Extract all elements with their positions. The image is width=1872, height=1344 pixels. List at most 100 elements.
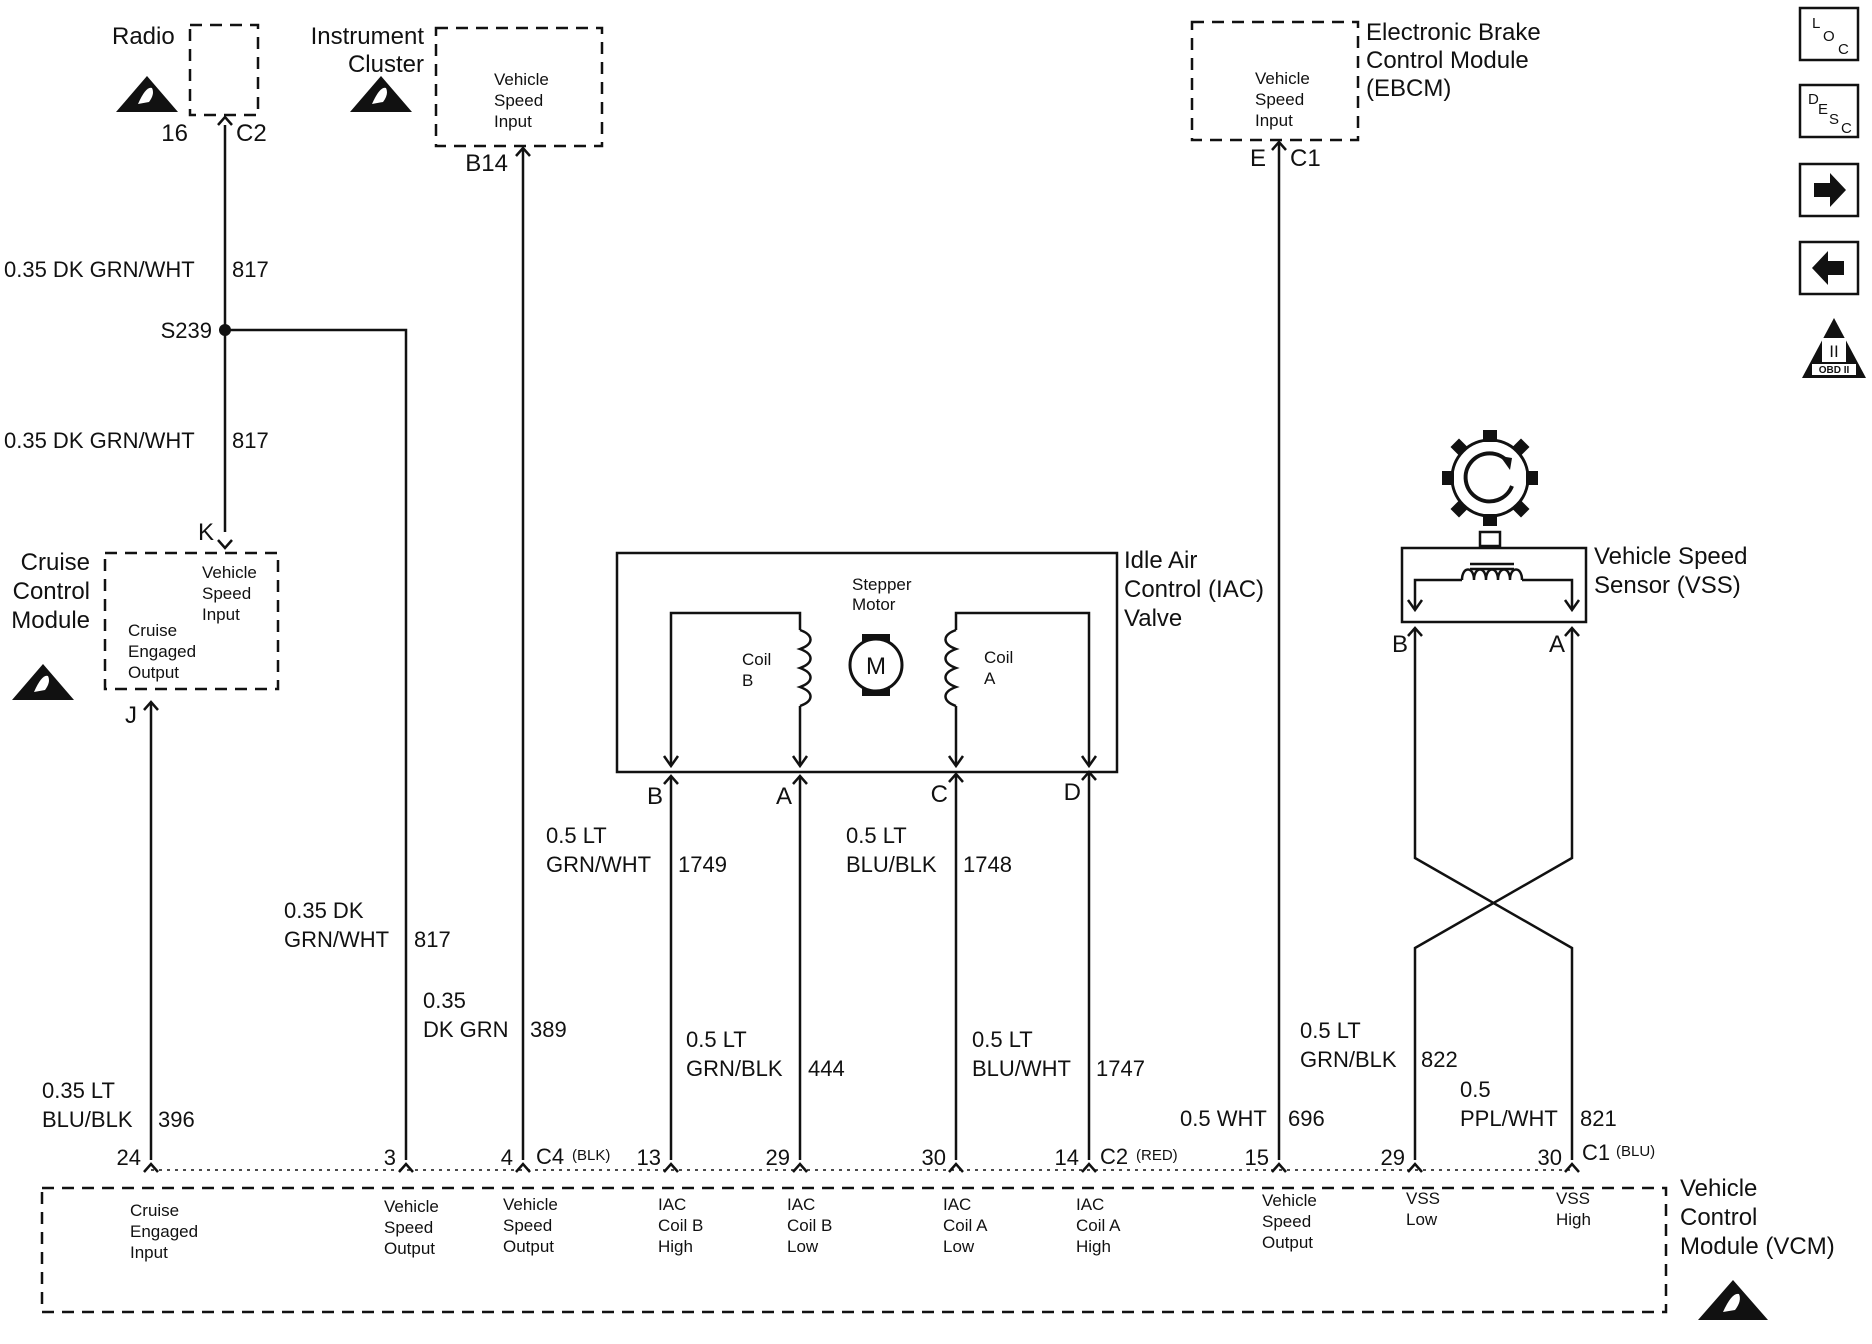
ebcm-connector: C1	[1290, 145, 1321, 172]
loc-o: O	[1823, 28, 1835, 45]
ccm-title-line1: Cruise	[21, 549, 90, 576]
vcm-terminal-label: High	[658, 1237, 693, 1256]
wire-389-circuit: 389	[530, 1017, 567, 1042]
ebcm-input-line3: Input	[1255, 111, 1293, 130]
vcm-terminal-label: IAC	[787, 1195, 815, 1214]
arrow-down-icon	[1563, 599, 1581, 613]
conn-c2-color: (RED)	[1136, 1147, 1178, 1164]
circuit-817: 0.35 DK GRN/WHT 817 S239 0.35 DK GRN/WHT…	[4, 125, 451, 1160]
desc-s: S	[1829, 111, 1839, 128]
wire-822-line2: GRN/BLK	[1300, 1047, 1397, 1072]
desc-c: C	[1841, 120, 1852, 137]
vcm-terminal-label: Low	[787, 1237, 819, 1256]
vcm-terminal-pin: 24	[117, 1145, 141, 1170]
conn-c1-label: C1	[1582, 1140, 1610, 1165]
arrow-down-icon	[947, 755, 965, 769]
obd2-button[interactable]: II OBD II	[1802, 318, 1866, 378]
wire-1749-line1: 0.5 LT	[546, 823, 607, 848]
arrow-down-icon	[791, 755, 809, 769]
vcm-terminal-label: Cruise	[130, 1201, 179, 1220]
next-page-button[interactable]	[1798, 162, 1860, 218]
vcm-terminal-pin: 13	[637, 1145, 661, 1170]
wire-1747-line1: 0.5 LT	[972, 1027, 1033, 1052]
vcm-terminal-label: High	[1076, 1237, 1111, 1256]
wire-396-circuit: 396	[158, 1107, 195, 1132]
vss-pin-b: B	[1392, 631, 1408, 658]
cluster-title-line1: Instrument	[311, 23, 425, 50]
desc-e: E	[1818, 101, 1828, 118]
vcm-terminal-pin: 4	[501, 1145, 513, 1170]
cruise-control-module: Cruise Control Module K Vehicle Speed In…	[11, 519, 280, 1160]
desc-button[interactable]: D E S C	[1798, 83, 1860, 139]
prev-page-button[interactable]	[1798, 240, 1860, 296]
vcm-terminal-label: Vehicle	[1262, 1191, 1317, 1210]
connector-pin-icon	[948, 1162, 964, 1173]
vcm-terminal-label: Coil A	[943, 1216, 988, 1235]
conn-c4-label: C4	[536, 1144, 564, 1169]
wire-822-circuit: 822	[1421, 1047, 1458, 1072]
iac-motor-line2: Motor	[852, 595, 896, 614]
ebcm-module: Electronic Brake Control Module (EBCM) V…	[1190, 19, 1541, 172]
vcm-terminal-label: Low	[1406, 1210, 1438, 1229]
connector-pin-icon	[1271, 1162, 1287, 1173]
vcm-box	[40, 1186, 1668, 1314]
instrument-cluster-module: Instrument Cluster Vehicle Speed Input B…	[311, 23, 604, 177]
coil-a-line2: A	[984, 669, 996, 688]
vcm-terminal-label: Coil A	[1076, 1216, 1121, 1235]
cluster-title-line2: Cluster	[348, 51, 424, 78]
ebcm-pin: E	[1250, 145, 1266, 172]
cluster-pin: B14	[465, 150, 508, 177]
cluster-input-line3: Input	[494, 112, 532, 131]
stepper-motor-icon: M	[848, 634, 904, 696]
arrow-right-icon	[1814, 173, 1846, 207]
vcm-terminal-label: Speed	[384, 1218, 433, 1237]
wire-822-line1: 0.5 LT	[1300, 1018, 1361, 1043]
ccm-box	[103, 551, 280, 691]
connector-pin-icon	[217, 539, 233, 550]
ccm-title-line2: Control	[13, 578, 90, 605]
vcm-terminal-label: Speed	[503, 1216, 552, 1235]
connector-pin-icon	[398, 1162, 414, 1173]
wire-817-vcm-line1: 0.35 DK	[284, 898, 364, 923]
splice-label: S239	[161, 318, 212, 343]
loc-l: L	[1812, 15, 1820, 32]
connector-pin-icon	[143, 1162, 159, 1173]
conn-c2-label: C2	[1100, 1144, 1128, 1169]
vcm-terminals: 24CruiseEngagedInput3VehicleSpeedOutput4…	[117, 1145, 1591, 1262]
coil-a-line1: Coil	[984, 648, 1013, 667]
radio-box	[188, 23, 260, 117]
iac-title-line2: Control (IAC)	[1124, 576, 1264, 603]
wire-1747-circuit: 1747	[1096, 1056, 1145, 1081]
connector-pin-icon	[515, 146, 531, 157]
loc-button[interactable]: L O C	[1798, 6, 1860, 62]
vss-pin-a: A	[1549, 631, 1565, 658]
vcm-terminal-label: Coil B	[658, 1216, 703, 1235]
connector-pin-icon	[1081, 1162, 1097, 1173]
vcm-terminal-label: Vehicle	[503, 1195, 558, 1214]
arrow-down-icon	[1406, 599, 1424, 613]
connector-pin-icon	[663, 1162, 679, 1173]
vcm-terminal-label: Input	[130, 1243, 168, 1262]
iac-pin-c: C	[931, 781, 948, 808]
desc-d: D	[1808, 91, 1819, 108]
wire-396-line2: BLU/BLK	[42, 1107, 133, 1132]
vcm-terminal-label: IAC	[658, 1195, 686, 1214]
iac-motor-line1: Stepper	[852, 575, 912, 594]
wire-444-circuit: 444	[808, 1056, 845, 1081]
vcm-terminal-label: Coil B	[787, 1216, 832, 1235]
wire-1748-line1: 0.5 LT	[846, 823, 907, 848]
vcm-terminal-label: Output	[503, 1237, 554, 1256]
radio-pin: 16	[161, 120, 188, 147]
esd-warning-icon	[350, 76, 412, 112]
wire-817-upper-circuit: 817	[232, 257, 269, 282]
ccm-output-line2: Engaged	[128, 642, 196, 661]
wire-817-lower-color: 0.35 DK GRN/WHT	[4, 428, 195, 453]
vss-title-line1: Vehicle Speed	[1594, 543, 1747, 570]
connector-pin-icon	[792, 1162, 808, 1173]
ccm-input-line2: Speed	[202, 584, 251, 603]
wire-821-line2: PPL/WHT	[1460, 1106, 1558, 1131]
obd2-text: OBD II	[1819, 365, 1850, 376]
vcm-module: Vehicle Control Module (VCM) C4 (BLK) C2…	[40, 1140, 1835, 1320]
vcm-terminal-pin: 30	[922, 1145, 946, 1170]
